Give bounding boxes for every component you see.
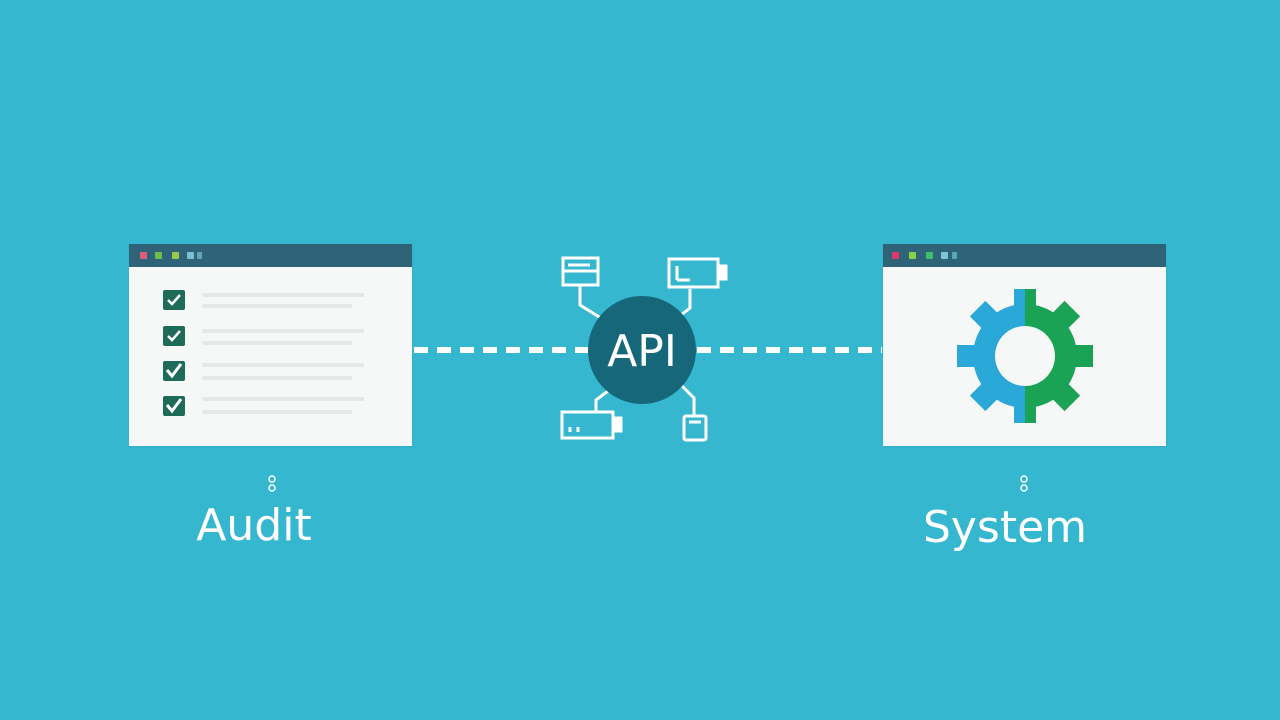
link-icon [1020,475,1028,492]
checklist-line [202,341,352,345]
pink-dot-icon [892,252,899,259]
checklist-line [202,304,352,308]
puzzle-icon [172,252,179,259]
link-icon [268,475,276,492]
audit-window [129,244,412,446]
grid-icon [197,252,202,259]
system-window-titlebar [883,244,1166,267]
checklist-line [202,363,364,367]
system-window [883,244,1166,446]
api-hub-circle [588,296,696,404]
battery-icon [560,410,623,440]
grid-icon [187,252,194,259]
audit-label: Audit [196,500,312,551]
checklist-line [202,397,364,401]
checkbox-icon [163,290,185,310]
checklist-line [202,376,352,380]
checkbox-icon [163,326,185,346]
checklist-line [202,410,352,414]
grid-icon [952,252,957,259]
battery-icon [667,257,728,289]
system-label: System [922,502,1088,553]
green-dot-icon [909,252,916,259]
phone-icon [682,414,708,442]
pink-dot-icon [140,252,147,259]
checkbox-icon [163,396,185,416]
checklist-line [202,329,364,333]
server-rack-icon [561,256,600,287]
gear-icon [957,289,1093,423]
green-dot-icon [155,252,162,259]
api-hub-label: API [607,326,677,377]
checklist-line [202,293,364,297]
blue-dot-icon [941,252,948,259]
green-square-icon [926,252,933,259]
checkbox-icon [163,361,185,381]
audit-window-titlebar [129,244,412,267]
